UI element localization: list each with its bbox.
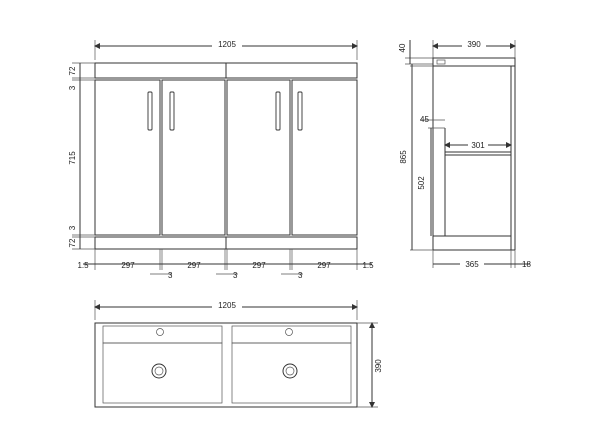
side-overall-height-label: 865 xyxy=(399,150,408,164)
waste-inner-right-icon xyxy=(285,366,295,376)
door-handle-2 xyxy=(169,91,175,131)
front-door-width-2-label: 297 xyxy=(187,261,201,270)
tap-hole-left-icon xyxy=(156,328,164,336)
side-shelf-depth-label: 301 xyxy=(471,141,485,150)
door-2 xyxy=(161,79,226,236)
side-view: 390 40 865 45 502 301 xyxy=(398,39,531,269)
dim-label-bg xyxy=(460,259,484,269)
side-carcass-depth-label: 365 xyxy=(465,260,479,269)
front-edge-right-label: 1.5 xyxy=(362,261,374,270)
tap-hole-section xyxy=(436,59,446,65)
dim-label-bg xyxy=(212,39,242,50)
front-view: 1205 72 3 715 3 72 xyxy=(68,39,374,280)
front-mid-gap-3-label: 3 xyxy=(298,271,303,280)
front-top-height-label: 72 xyxy=(68,66,77,75)
dim-label-bg xyxy=(462,39,486,50)
front-door-width-4-label: 297 xyxy=(317,261,331,270)
side-shelf-offset-label: 45 xyxy=(420,115,429,124)
plan-view: 1205 390 xyxy=(94,300,383,408)
waste-outer-left-icon xyxy=(151,363,167,379)
door-4 xyxy=(291,79,358,236)
front-door-width-3-label: 297 xyxy=(252,261,266,270)
door-handle-1 xyxy=(147,91,153,131)
dim-label-bg xyxy=(468,140,488,150)
waste-inner-left-icon xyxy=(154,366,164,376)
front-plinth-height-label: 72 xyxy=(68,238,77,247)
front-door-width-1-label: 297 xyxy=(121,261,135,270)
tap-hole-right-icon xyxy=(285,328,293,336)
front-mid-gap-2-label: 3 xyxy=(233,271,238,280)
side-depth-top-label: 390 xyxy=(467,40,481,49)
waste-outer-right-icon xyxy=(282,363,298,379)
front-gap-bottom-label: 3 xyxy=(68,225,77,230)
basin-deck-right xyxy=(231,325,352,344)
door-handle-4 xyxy=(297,91,303,131)
door-3 xyxy=(226,79,291,236)
door-handle-3 xyxy=(275,91,281,131)
side-worktop-thickness-label: 40 xyxy=(398,43,407,52)
front-mid-gap-1-label: 3 xyxy=(168,271,173,280)
front-overall-width-label: 1205 xyxy=(218,40,236,49)
side-door-thickness-label: 18 xyxy=(522,260,531,269)
basin-deck-left xyxy=(102,325,223,344)
plan-overall-width-label: 1205 xyxy=(218,301,236,310)
plan-overall-depth-label: 390 xyxy=(374,359,383,373)
basin-outline xyxy=(94,322,358,408)
front-door-height-label: 715 xyxy=(68,151,77,165)
side-inner-height-label: 502 xyxy=(417,176,426,190)
dim-label-bg xyxy=(212,300,242,311)
front-gap-top-label: 3 xyxy=(68,85,77,90)
front-edge-left-label: 1.5 xyxy=(77,261,89,270)
